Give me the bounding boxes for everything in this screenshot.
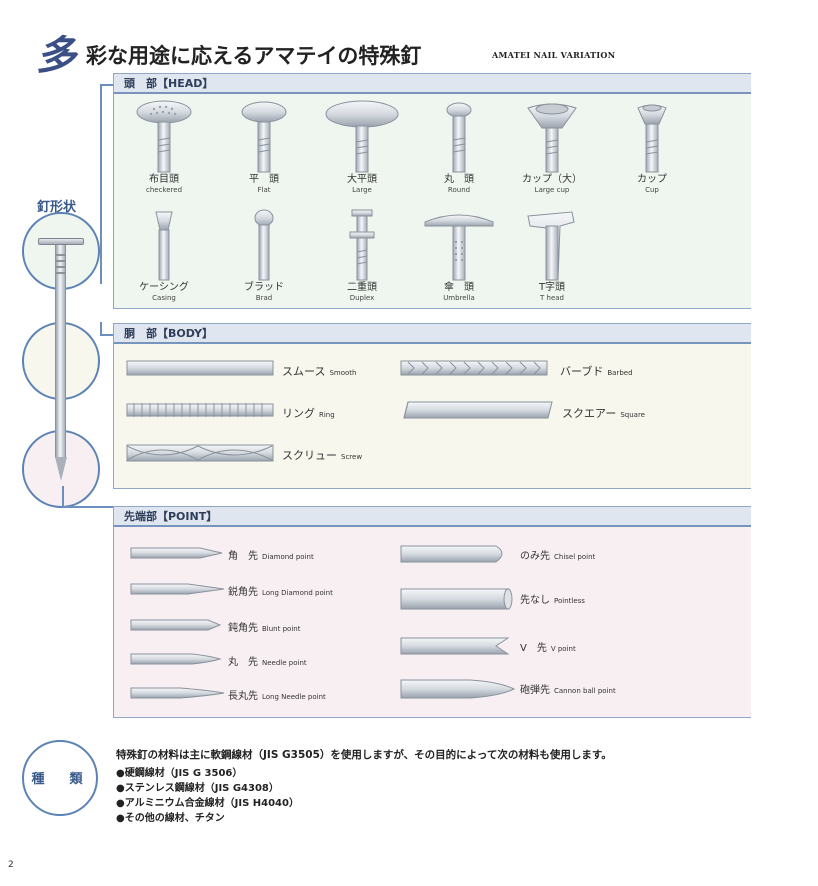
materials-label: 種 類	[31, 772, 89, 787]
pointless-point-icon	[400, 588, 513, 610]
square-shank-icon	[403, 401, 553, 419]
casing-head-nail-icon	[155, 211, 173, 281]
page-title: 多 彩な用途に応えるアマテイの特殊釘 AMATEI NAIL VARIATION	[36, 34, 676, 80]
nail-head-illustration	[38, 238, 84, 245]
head-item-duplex: 二重頭 Duplex	[322, 208, 402, 303]
brad-head-nail-icon	[254, 209, 274, 281]
diamond-point-icon	[130, 547, 223, 559]
nail-shaft-illustration	[55, 243, 66, 458]
smooth-shank-icon	[126, 360, 274, 376]
needle-point-icon	[130, 653, 222, 665]
screw-shank-icon	[126, 444, 274, 462]
title-big-char: 多	[36, 32, 76, 79]
long-needle-point-icon	[130, 687, 225, 699]
duplex-head-nail-icon	[349, 209, 375, 281]
cannon-ball-point-icon	[400, 679, 516, 699]
head-item-large: 大平頭 Large	[322, 100, 402, 195]
barbed-shank-icon	[400, 360, 548, 376]
umbrella-head-nail-icon	[424, 214, 494, 281]
connector-line	[100, 84, 102, 284]
head-item-flat: 平 頭 Flat	[224, 100, 304, 195]
flat-head-nail-icon	[241, 101, 287, 173]
title-en: AMATEI NAIL VARIATION	[492, 50, 616, 60]
head-item-brad: ブラッド Brad	[224, 208, 304, 303]
head-item-large-cup: カップ（大） Large cup	[512, 100, 592, 195]
blunt-point-icon	[130, 619, 222, 631]
head-panel: 頭 部【HEAD】 布目頭 checkered 平 頭 Flat	[113, 73, 751, 309]
title-main: 彩な用途に応えるアマテイの特殊釘	[86, 43, 422, 68]
point-panel-header: 先端部【POINT】	[114, 507, 751, 527]
nail-shape-label: 釘形状	[37, 200, 77, 215]
v-point-icon	[400, 637, 510, 655]
t-head-nail-icon	[527, 211, 575, 281]
materials-intro: 特殊釘の材料は主に軟鋼線材（JIS G3505）を使用しますが、その目的によって…	[116, 749, 612, 761]
nail-tip-illustration	[55, 457, 67, 481]
ring-shank-icon	[126, 403, 274, 417]
head-item-t-head: T字頭 T head	[512, 208, 592, 303]
materials-list-item: ●その他の線材、チタン	[116, 813, 225, 824]
materials-list-item: ●アルミニウム合金線材（JIS H4040）	[116, 798, 299, 809]
head-item-checkered: 布目頭 checkered	[124, 100, 204, 195]
body-panel-header: 胴 部【BODY】	[114, 324, 751, 344]
large-cup-head-nail-icon	[527, 103, 577, 173]
head-item-cup: カップ Cup	[612, 100, 692, 195]
page-number: 2	[8, 860, 14, 870]
long-diamond-point-icon	[130, 583, 225, 595]
materials-circle: 種 類	[22, 740, 98, 816]
chisel-point-icon	[400, 545, 503, 563]
head-panel-header: 頭 部【HEAD】	[114, 74, 751, 94]
cup-head-nail-icon	[637, 104, 667, 173]
head-item-umbrella: 傘 頭 Umbrella	[419, 208, 499, 303]
checkered-head-nail-icon	[136, 100, 192, 173]
large-head-nail-icon	[325, 100, 399, 173]
materials-list: ●硬鋼線材（JIS G 3506） ●ステンレス鋼線材（JIS G4308） ●…	[116, 766, 299, 826]
materials-list-item: ●ステンレス鋼線材（JIS G4308）	[116, 783, 279, 794]
head-item-casing: ケーシング Casing	[124, 208, 204, 303]
materials-list-item: ●硬鋼線材（JIS G 3506）	[116, 768, 243, 779]
head-item-round: 丸 頭 Round	[419, 100, 499, 195]
round-head-nail-icon	[446, 102, 472, 173]
